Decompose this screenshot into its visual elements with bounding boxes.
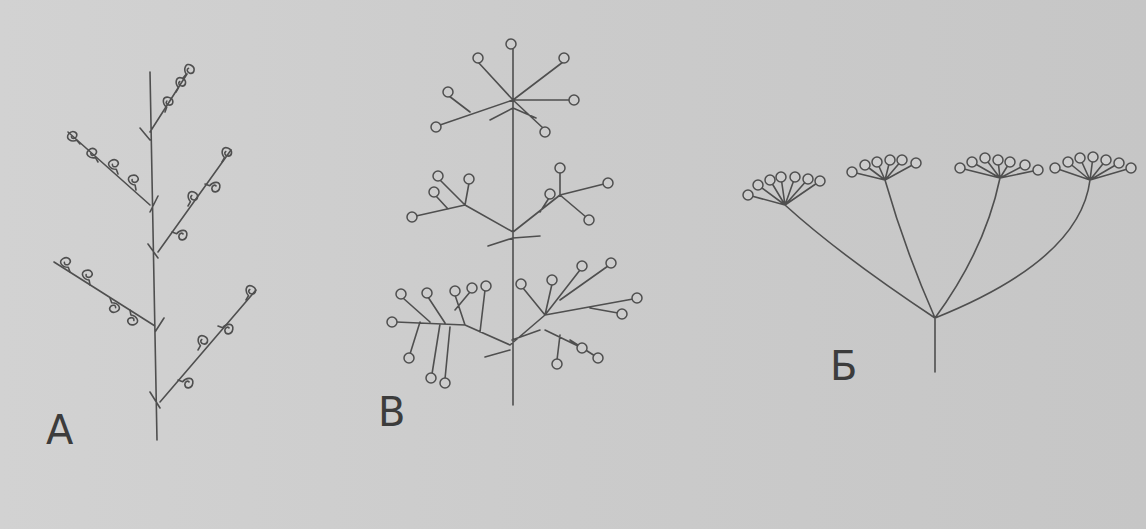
bud xyxy=(396,289,406,299)
bud xyxy=(603,178,613,188)
bud xyxy=(911,158,921,168)
bud xyxy=(1063,157,1073,167)
flower xyxy=(60,256,74,274)
flower xyxy=(217,321,235,335)
flower xyxy=(241,284,257,302)
bud xyxy=(429,187,439,197)
bud xyxy=(473,53,483,63)
bud xyxy=(387,317,397,327)
stem xyxy=(54,72,256,440)
bud xyxy=(860,160,870,170)
bud xyxy=(1126,163,1136,173)
bud xyxy=(555,163,565,173)
flower xyxy=(171,227,189,241)
flower xyxy=(179,63,196,81)
bud xyxy=(440,378,450,388)
bud xyxy=(1033,165,1043,175)
bud xyxy=(1005,157,1015,167)
bud xyxy=(516,279,526,289)
bud xyxy=(632,293,642,303)
flower-curls xyxy=(60,63,258,389)
flower xyxy=(106,296,120,314)
flower xyxy=(126,309,138,326)
figure-v xyxy=(387,39,642,405)
bud xyxy=(464,174,474,184)
bud xyxy=(593,353,603,363)
bud xyxy=(545,189,555,199)
bud xyxy=(467,283,477,293)
bud xyxy=(540,127,550,137)
bud xyxy=(617,309,627,319)
bud xyxy=(506,39,516,49)
bud xyxy=(967,157,977,167)
flower xyxy=(160,96,174,114)
flower xyxy=(108,158,122,176)
figure-a xyxy=(54,63,257,440)
bud xyxy=(897,155,907,165)
umbel-buds xyxy=(743,152,1136,200)
bud xyxy=(753,180,763,190)
bud xyxy=(885,155,895,165)
panicle-branches xyxy=(396,49,633,405)
bud xyxy=(803,174,813,184)
bud xyxy=(450,286,460,296)
flower xyxy=(177,375,195,389)
figure-letter: В xyxy=(378,392,405,432)
bud xyxy=(577,261,587,271)
bud xyxy=(872,157,882,167)
bud xyxy=(1075,153,1085,163)
bud xyxy=(404,353,414,363)
flower xyxy=(171,76,187,94)
bud xyxy=(1088,152,1098,162)
flower xyxy=(66,130,83,148)
figure-b xyxy=(743,152,1136,372)
flower xyxy=(193,334,209,352)
bud xyxy=(776,172,786,182)
bud xyxy=(765,175,775,185)
bud xyxy=(1114,158,1124,168)
bud xyxy=(431,122,441,132)
flower xyxy=(217,146,233,164)
flower xyxy=(82,269,94,286)
bud xyxy=(980,153,990,163)
bud xyxy=(426,373,436,383)
bud xyxy=(847,167,857,177)
bud xyxy=(433,171,443,181)
bud xyxy=(547,275,557,285)
bud xyxy=(584,215,594,225)
bud xyxy=(1101,155,1111,165)
bud xyxy=(481,281,491,291)
flower xyxy=(183,190,199,208)
bud xyxy=(743,190,753,200)
flower xyxy=(204,179,222,193)
bud xyxy=(1050,163,1060,173)
bud xyxy=(559,53,569,63)
bud xyxy=(606,258,616,268)
flower-buds xyxy=(387,39,642,388)
figure-letter: Б xyxy=(830,346,857,386)
bud xyxy=(443,87,453,97)
flower xyxy=(86,147,102,165)
bud xyxy=(790,172,800,182)
figure-letter: А xyxy=(46,410,73,450)
bud xyxy=(993,155,1003,165)
umbel-rays xyxy=(748,157,1131,372)
bud xyxy=(407,212,417,222)
bud xyxy=(955,163,965,173)
bud xyxy=(815,176,825,186)
bud xyxy=(569,95,579,105)
bud xyxy=(1020,160,1030,170)
bud xyxy=(577,343,587,353)
flower xyxy=(128,174,140,191)
bud xyxy=(552,359,562,369)
bud xyxy=(422,288,432,298)
